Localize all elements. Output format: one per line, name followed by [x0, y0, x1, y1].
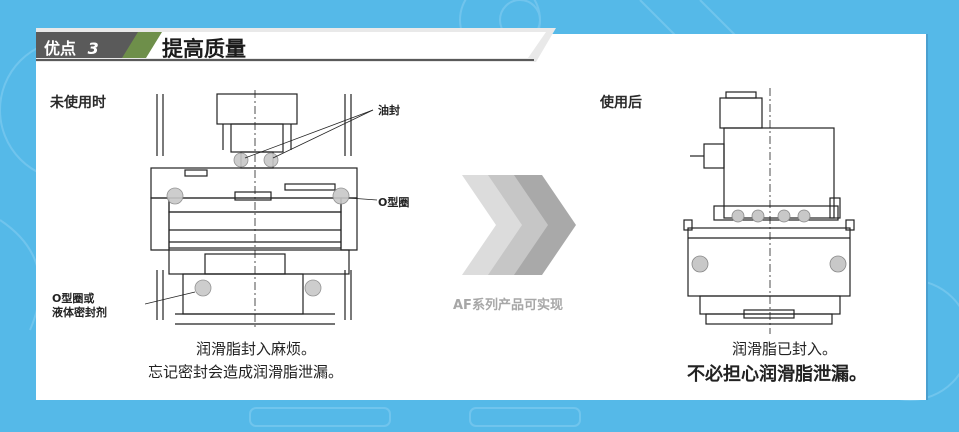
- page-title: 提高质量: [162, 37, 246, 61]
- callout-o-ring-or: O型圈或: [52, 292, 95, 305]
- before-drawing: [145, 90, 378, 330]
- before-heading: 未使用时: [50, 95, 106, 111]
- before-caption-line2: 忘记密封会造成润滑脂泄漏。: [148, 363, 344, 381]
- after-drawing: [683, 88, 855, 334]
- badge-number: 3: [87, 39, 99, 58]
- callout-o-ring: O型圈: [378, 196, 410, 209]
- after-heading: 使用后: [600, 95, 642, 111]
- callout-liquid-seal: 液体密封剂: [52, 306, 107, 319]
- badge-label: 优点 3: [44, 35, 99, 59]
- before-caption-line1: 润滑脂封入麻烦。: [196, 340, 317, 358]
- after-caption-line2: 不必担心润滑脂泄漏。: [687, 364, 867, 385]
- badge-text: 优点: [44, 39, 77, 58]
- transition-label: AF系列产品可实现: [453, 298, 563, 313]
- title-banner: [36, 28, 556, 62]
- callout-oil-seal: 油封: [378, 104, 400, 117]
- chevron-arrows-icon: [462, 175, 576, 275]
- after-caption-line1: 润滑脂已封入。: [732, 340, 838, 358]
